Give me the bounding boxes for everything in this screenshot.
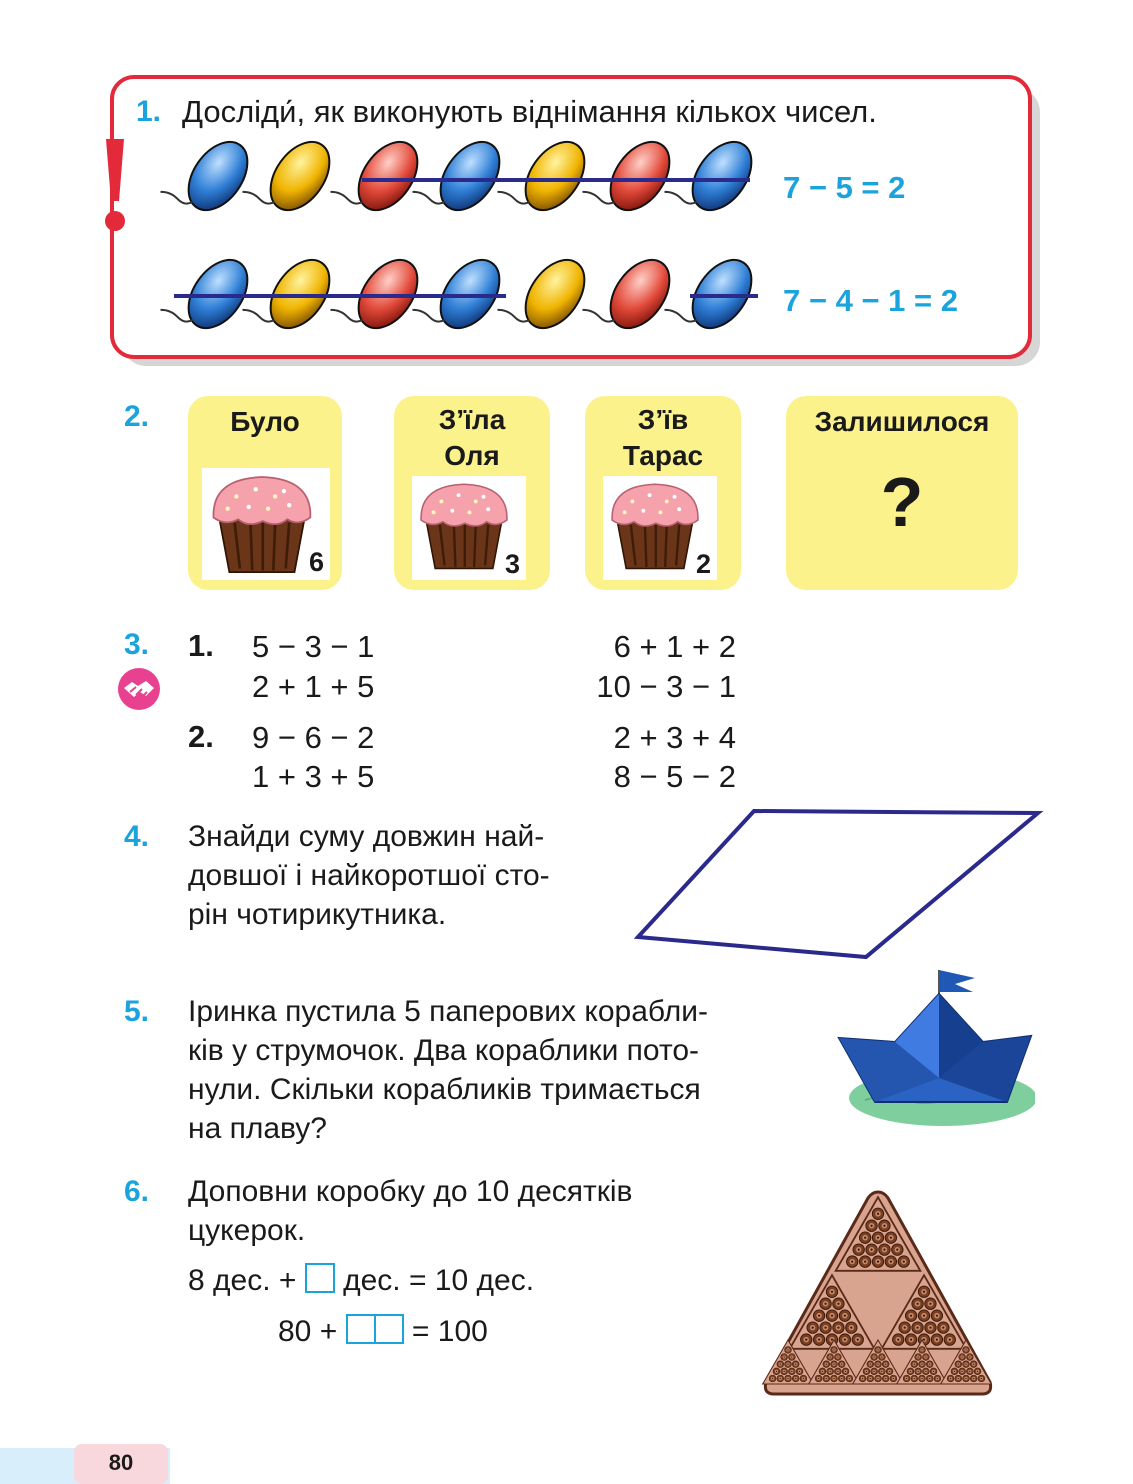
- cupcake-picture: 2: [603, 476, 717, 580]
- question-mark: ?: [880, 463, 924, 541]
- task4-line: рін чотирикутника.: [188, 898, 447, 931]
- balloon-blue: [159, 240, 261, 340]
- eq1-right: дес. = 10 дес.: [343, 1264, 535, 1297]
- quadrilateral-figure: [633, 808, 1044, 960]
- task3-part1-label: 1.: [188, 628, 214, 663]
- task4-number: 4.: [124, 820, 150, 853]
- card-title-line2: Тарас: [622, 440, 704, 471]
- balloon-blue: [411, 240, 513, 340]
- task3-expr: 10 − 3 − 1: [596, 669, 736, 704]
- card-title-line1: З’їв: [637, 404, 689, 435]
- card-taras-ate: З’їв Тарас 2: [585, 396, 741, 590]
- cupcake-picture: 6: [202, 468, 330, 580]
- balloon-red: [329, 240, 431, 340]
- task6-equation-2: 80 + = 100: [278, 1313, 488, 1351]
- handshake-icon: [118, 668, 160, 710]
- eq2-right: = 100: [411, 1315, 488, 1348]
- task6-line: цукерок.: [188, 1214, 306, 1247]
- card-remaining: Залишилося ?: [786, 396, 1018, 590]
- card-title-line2: Оля: [444, 440, 500, 471]
- balloon-red: [581, 240, 683, 340]
- task5-line: Іринка пустила 5 паперових корабли-: [188, 995, 708, 1028]
- task5-line: на плаву?: [188, 1112, 327, 1145]
- card-title: Залишилося: [814, 406, 990, 437]
- balloon-blue: [663, 240, 765, 340]
- balloon-yellow: [241, 240, 343, 340]
- answer-box[interactable]: [304, 1263, 335, 1293]
- task5-line: нули. Скільки корабликів тримається: [188, 1073, 701, 1106]
- task3-expr: 5 − 3 − 1: [252, 629, 375, 664]
- equation-1: 7 − 5 = 2: [783, 170, 906, 205]
- balloon-yellow: [496, 240, 598, 340]
- task3-expr: 2 + 3 + 4: [613, 720, 736, 755]
- answer-box-units[interactable]: [375, 1314, 404, 1344]
- answer-box-tens[interactable]: [345, 1314, 376, 1344]
- task6-number: 6.: [124, 1175, 150, 1208]
- balloon-yellow: [241, 140, 343, 229]
- task6-equation-1: 8 дес. + дес. = 10 дес.: [188, 1262, 534, 1300]
- balloons-illustration: [159, 140, 765, 340]
- cupcake-picture: 3: [412, 476, 526, 580]
- balloon-yellow: [496, 140, 598, 229]
- card-title-line1: З’їла: [438, 404, 506, 435]
- card-olya-ate: З’їла Оля 3: [394, 396, 550, 590]
- task3-expr: 6 + 1 + 2: [613, 629, 736, 664]
- task2-number: 2.: [124, 400, 150, 433]
- task1-number: 1.: [136, 95, 162, 128]
- card-title: Було: [230, 406, 300, 437]
- balloon-red: [329, 140, 431, 229]
- card-had: Було 6: [188, 396, 342, 590]
- balloon-blue: [411, 140, 513, 229]
- cupcake-count: 3: [504, 549, 520, 579]
- task4-line: довшої і найкоротшої сто-: [188, 859, 550, 892]
- task3-expr: 2 + 1 + 5: [252, 669, 375, 704]
- exclamation-icon: [105, 139, 125, 231]
- cupcake-icon: [419, 483, 509, 570]
- task4-line: Знайди суму довжин най-: [188, 820, 545, 853]
- task6-line: Доповни коробку до 10 десятків: [188, 1175, 633, 1208]
- eq1-left: 8 дес. +: [188, 1264, 297, 1297]
- balloon-blue: [663, 140, 765, 229]
- candy-box-illustration: [760, 1190, 993, 1396]
- equation-2: 7 − 4 − 1 = 2: [783, 283, 958, 318]
- page-number: 80: [108, 1450, 134, 1475]
- eq2-left: 80 +: [278, 1315, 338, 1348]
- task3-expr: 8 − 5 − 2: [613, 759, 736, 794]
- task3-expr: 1 + 3 + 5: [252, 759, 375, 794]
- task3-number: 3.: [124, 628, 150, 661]
- task5-number: 5.: [124, 995, 150, 1028]
- task3-expr: 9 − 6 − 2: [252, 720, 375, 755]
- task5-line: ків у струмочок. Два кораблики пото-: [188, 1034, 700, 1067]
- cupcake-icon: [610, 483, 700, 570]
- balloon-blue: [159, 140, 261, 229]
- task3-part2-label: 2.: [188, 719, 214, 754]
- balloon-red: [581, 140, 683, 229]
- paper-boat-illustration: [837, 970, 1035, 1126]
- cupcake-count: 6: [308, 547, 324, 577]
- cupcake-count: 2: [695, 549, 711, 579]
- task1-text: Досліди́, як виконують віднімання кілько…: [182, 94, 877, 129]
- cupcake-icon: [212, 475, 312, 574]
